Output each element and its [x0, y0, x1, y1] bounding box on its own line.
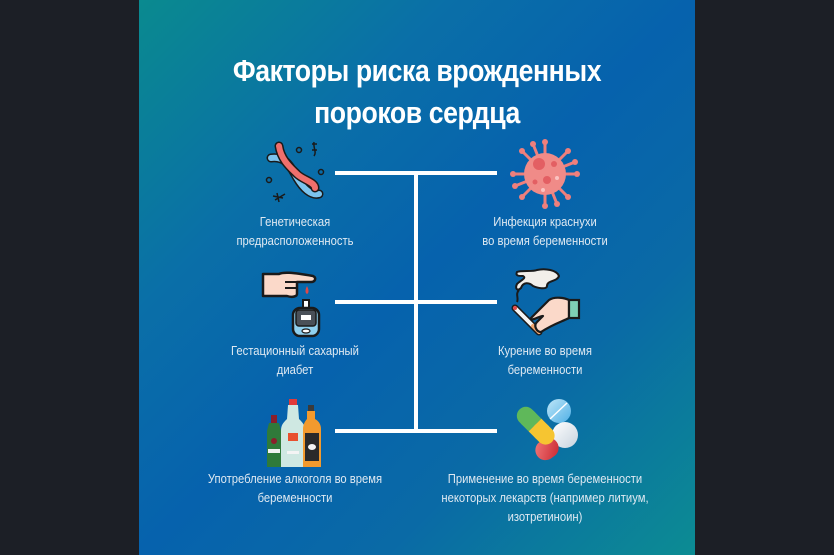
pills-icon: [516, 399, 578, 461]
factor-label: Гестационный сахарный диабет: [231, 344, 359, 377]
page-title: Факторы риска врожденных пороков сердца: [178, 50, 656, 134]
factor-label: Применение во время беременности некотор…: [441, 472, 649, 524]
virus-icon: [510, 139, 580, 209]
factor-label: Инфекция краснухи во время беременности: [482, 215, 608, 248]
factor-label: Генетическая предрасположенность: [236, 215, 354, 248]
alcohol-bottles-icon: [267, 399, 321, 467]
factor-label: Употребление алкоголя во время беременно…: [207, 472, 383, 505]
connector-spine: [414, 171, 418, 433]
factor-label: Курение во время беременности: [498, 344, 592, 377]
dna-icon: [265, 141, 325, 203]
title-line-1: Факторы риска врожденных: [232, 53, 602, 88]
infographic-card: Факторы риска врожденных пороков сердца …: [139, 0, 695, 555]
title-line-2: пороков сердца: [314, 95, 520, 130]
smoking-hand-icon: [511, 268, 581, 336]
glucometer-icon: [261, 271, 321, 338]
